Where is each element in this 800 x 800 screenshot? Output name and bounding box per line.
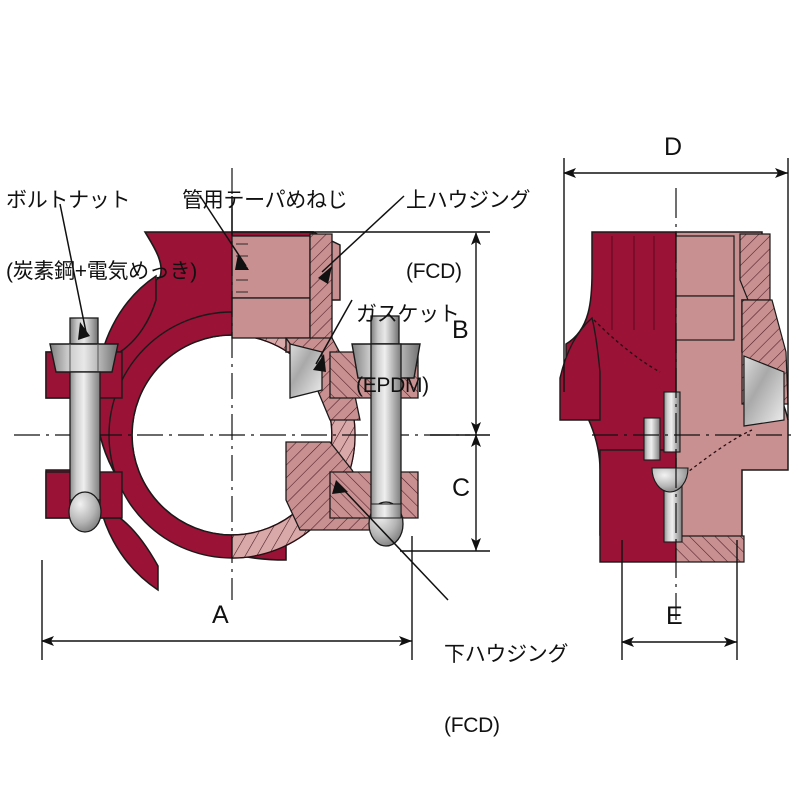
bolt-left xyxy=(49,317,119,533)
callout-taper-thread-line1: 管用テーパめねじ xyxy=(182,189,348,213)
dimension-lines-side xyxy=(563,158,789,660)
callout-bolt-nut-line1: ボルトナット xyxy=(6,189,131,213)
side-section-half xyxy=(675,231,789,563)
bolt-right xyxy=(351,315,421,547)
dimension-label-C: C xyxy=(452,474,471,502)
callout-upper-housing: 上ハウジング (FCD) xyxy=(406,142,531,330)
callout-gasket: ガスケット (EPDM) xyxy=(356,256,460,444)
dimension-label-E: E xyxy=(666,602,683,630)
leader-lines-front xyxy=(59,195,449,601)
dimension-label-B: B xyxy=(452,316,469,344)
callout-lower-housing: 下ハウジング (FCD) xyxy=(444,596,569,784)
side-centerlines xyxy=(592,188,796,620)
callout-bolt-nut: ボルトナット (炭素鋼+電気めっき) xyxy=(6,142,197,330)
callout-gasket-line2: (EPDM) xyxy=(356,373,429,397)
side-solid-half xyxy=(559,231,677,563)
callout-taper-thread: 管用テーパめねじ xyxy=(182,142,348,260)
gasket-part xyxy=(289,343,323,399)
dimension-label-A: A xyxy=(212,601,229,629)
callout-gasket-line1: ガスケット xyxy=(356,303,460,327)
side-half-section-view xyxy=(559,158,796,660)
callout-upper-housing-line1: 上ハウジング xyxy=(406,189,531,213)
upper-housing-section xyxy=(231,231,419,531)
front-section-view xyxy=(14,168,490,660)
callout-upper-housing-line2: (FCD) xyxy=(406,259,462,283)
dimension-lines-front xyxy=(41,231,490,660)
callout-lower-housing-line1: 下ハウジング xyxy=(444,643,569,667)
dimension-label-D: D xyxy=(664,133,683,161)
callout-bolt-nut-line2: (炭素鋼+電気めっき) xyxy=(6,259,197,283)
callout-lower-housing-line2: (FCD) xyxy=(444,713,500,737)
